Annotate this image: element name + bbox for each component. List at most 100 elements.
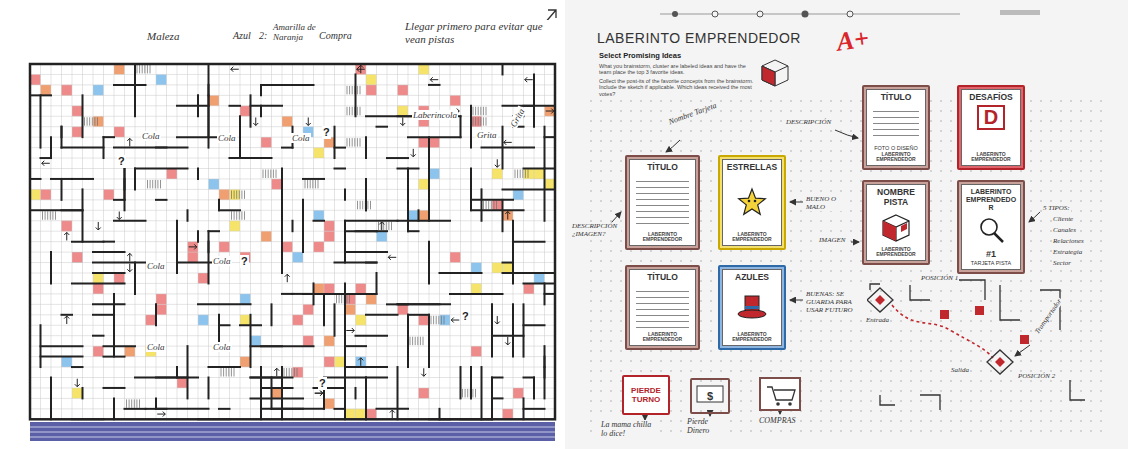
drawing-part <box>335 357 346 367</box>
drawing-part <box>114 199 125 201</box>
drawing-part <box>492 169 503 179</box>
drawing-part <box>127 138 132 146</box>
game-card: AZULESLABERINTO EMPRENDEDOR <box>718 265 786 350</box>
drawing-part <box>323 388 325 409</box>
drawing-part <box>471 209 524 211</box>
drawing-part <box>1029 212 1040 222</box>
drawing-part <box>30 422 555 441</box>
drawing-part <box>1020 335 1029 344</box>
drawing-part <box>366 74 377 84</box>
lines-decoration <box>636 286 689 329</box>
drawing-part <box>188 242 199 252</box>
drawing-part <box>345 304 356 314</box>
drawing-part <box>302 200 304 252</box>
drawing-part <box>50 378 52 420</box>
sheet-note: IMAGEN <box>818 236 846 244</box>
drawing-part <box>30 199 555 200</box>
drawing-part <box>345 251 387 253</box>
drawing-part <box>62 221 73 231</box>
board-note: Cola <box>146 342 166 352</box>
card-text: LABERINTO EMPRENDEDOR <box>725 232 779 244</box>
board-ground <box>30 64 555 419</box>
drawing-part <box>43 211 56 219</box>
drawing-part <box>460 116 462 137</box>
drawing-part <box>114 220 146 222</box>
drawing-part <box>114 84 146 86</box>
drawing-part <box>335 262 377 264</box>
drawing-part <box>428 315 430 367</box>
sheet-note: What you brainstorm, cluster are labeled… <box>598 63 758 76</box>
drawing-part <box>30 408 555 409</box>
drawing-part <box>473 107 486 115</box>
card-face: NOMBRE PISTALABERINTO EMPRENDEDOR <box>866 184 926 261</box>
drawing-part <box>30 346 555 347</box>
drawing-part <box>324 231 335 241</box>
drawing-part <box>450 95 461 105</box>
cube-icon <box>879 212 913 242</box>
drawing-part <box>272 388 283 398</box>
drawing-part <box>788 402 792 406</box>
drawing-part <box>208 231 210 283</box>
drawing-part <box>230 157 272 159</box>
drawing-part <box>251 377 293 379</box>
board-border <box>30 64 555 419</box>
drawing-part <box>103 137 105 158</box>
drawing-part <box>253 117 258 125</box>
drawing-part <box>892 305 993 358</box>
drawing-part <box>155 398 157 408</box>
drawing-part <box>208 95 210 147</box>
drawing-part <box>250 95 252 126</box>
drawing-part <box>790 202 803 203</box>
maze-walls <box>30 64 555 419</box>
board-note: ? <box>117 155 126 168</box>
drawing-part <box>281 367 283 419</box>
drawing-part <box>482 147 535 149</box>
drawing-part <box>390 410 395 418</box>
drawing-part <box>398 304 409 314</box>
drawing-part <box>533 378 535 399</box>
drawing-part <box>208 64 210 95</box>
drawing-part <box>492 335 524 337</box>
drawing-part <box>93 303 125 305</box>
drawing-part <box>127 399 140 407</box>
drawing-part <box>428 137 430 179</box>
drawing-part <box>1015 345 1030 356</box>
drawing-part <box>72 282 125 284</box>
drawing-part <box>61 179 63 200</box>
drawing-part <box>239 116 241 158</box>
card-text: LABERINTO EMPRENDEDOR <box>869 152 923 164</box>
drawing-part <box>282 147 293 149</box>
drawing-part <box>365 378 367 420</box>
drawing-part <box>30 304 555 305</box>
drawing-part <box>545 179 556 189</box>
sheet-note: A+ <box>834 23 872 57</box>
drawing-part <box>847 11 853 17</box>
drawing-part <box>218 200 220 210</box>
card-text: AZULES <box>725 273 779 283</box>
drawing-part <box>198 64 199 419</box>
drawing-part <box>513 241 545 243</box>
drawing-part <box>762 60 788 86</box>
drawing-part <box>503 262 514 264</box>
drawing-part <box>156 294 167 304</box>
drawing-part <box>62 147 104 149</box>
drawing-part <box>93 346 104 356</box>
drawing-part <box>347 86 360 94</box>
drawing-part <box>208 378 210 399</box>
drawing-part <box>344 378 346 420</box>
board-note: ? <box>322 126 331 139</box>
drawing-part <box>358 358 363 366</box>
drawing-part <box>177 378 188 388</box>
star-icon <box>735 187 769 217</box>
drawing-part <box>93 335 104 337</box>
sheet-note: La mama chilla lo dice! <box>600 420 660 438</box>
card-text: LABERINTO EMPRENDEDOR <box>632 232 693 244</box>
drawing-part <box>431 316 444 324</box>
board-note: ? <box>318 377 327 390</box>
cart-icon <box>760 378 800 410</box>
drawing-part <box>41 345 83 347</box>
drawing-part <box>156 147 188 149</box>
drawing-part <box>502 200 504 231</box>
drawing-part <box>762 66 775 86</box>
drawing-part <box>512 221 514 231</box>
